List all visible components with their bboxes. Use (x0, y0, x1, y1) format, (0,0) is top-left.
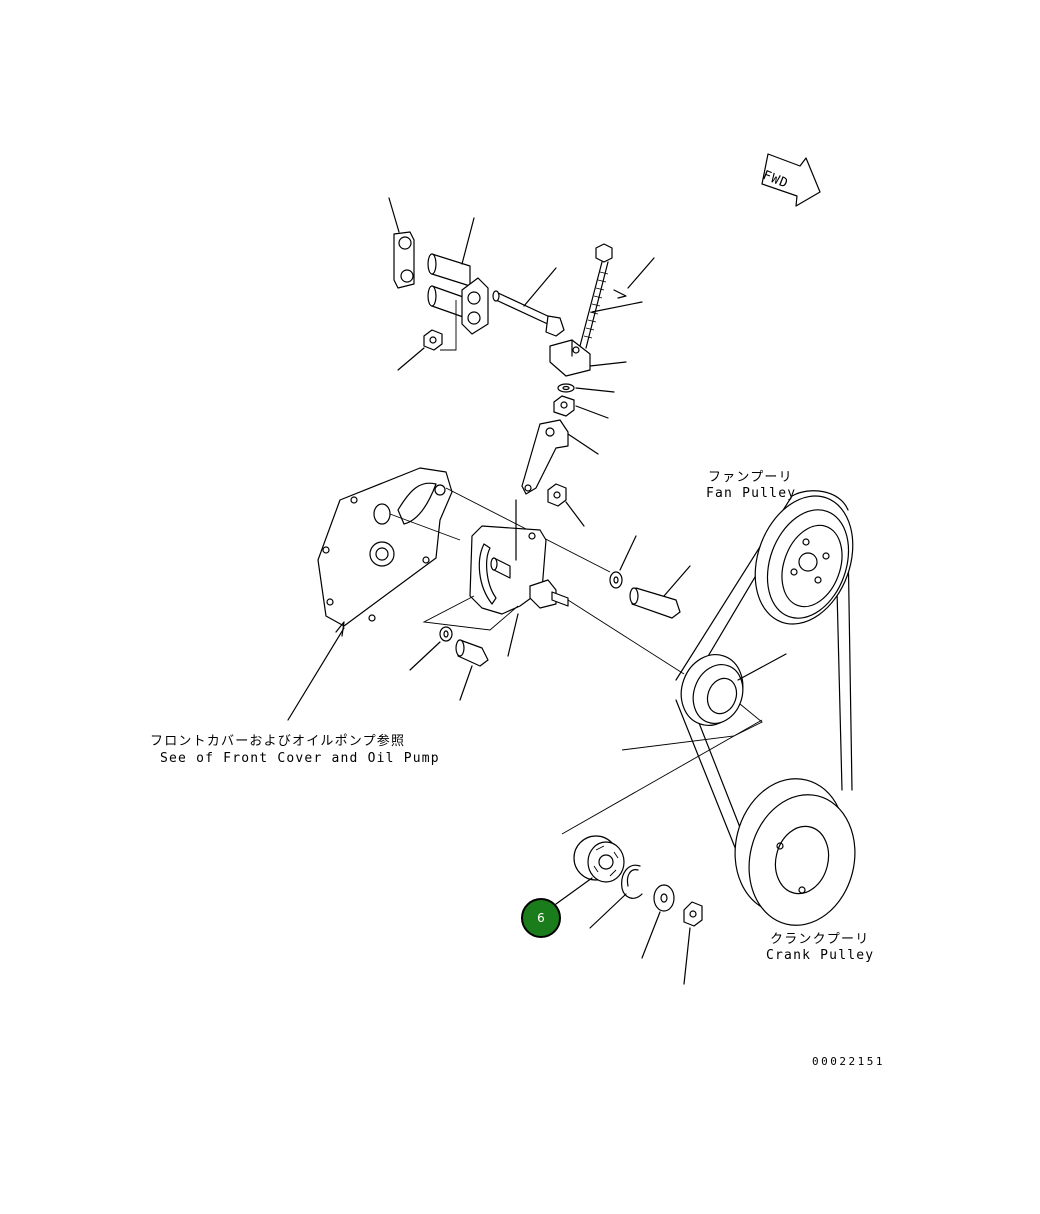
washer (558, 384, 614, 392)
tension-arm (522, 420, 598, 494)
washer-bottom (410, 627, 452, 670)
lock-nut (684, 902, 702, 984)
twin-pin-plate (428, 218, 488, 350)
front-cover-label-en: See of Front Cover and Oil Pump (160, 751, 440, 766)
crank-pulley (721, 767, 868, 937)
fan-pulley (738, 482, 870, 638)
tension-block (550, 340, 626, 376)
front-cover-plate (318, 468, 610, 626)
bolt-bottom (456, 640, 488, 700)
nut-right (548, 484, 584, 526)
adjusting-bolt (580, 244, 642, 348)
long-bolt (493, 268, 564, 336)
callout-badge-6[interactable]: 6 (521, 898, 561, 938)
crank-pulley-label-en: Crank Pulley (766, 948, 875, 963)
thrust-washer (642, 885, 674, 958)
fan-pulley-label-en: Fan Pulley (706, 486, 797, 501)
small-bracket (389, 198, 414, 288)
bearing-6 (556, 720, 762, 904)
reference-arrow (288, 622, 344, 720)
fan-pulley-label-jp: ファンプーリ (708, 470, 793, 485)
crank-pulley-label-jp: クランクプーリ (770, 932, 870, 947)
nut (554, 396, 608, 418)
nut-left (398, 330, 442, 370)
split-pin (614, 258, 654, 298)
idler-pulley (622, 646, 786, 750)
tensioner-bracket (424, 500, 684, 674)
pin-right (630, 566, 690, 618)
snap-ring (590, 865, 642, 928)
front-cover-label-jp: フロントカバーおよびオイルポンプ参照 (150, 734, 406, 749)
ring-washer-right (610, 536, 636, 588)
fwd-arrow-icon (762, 154, 820, 206)
drawing-number: 00022151 (812, 1055, 885, 1068)
